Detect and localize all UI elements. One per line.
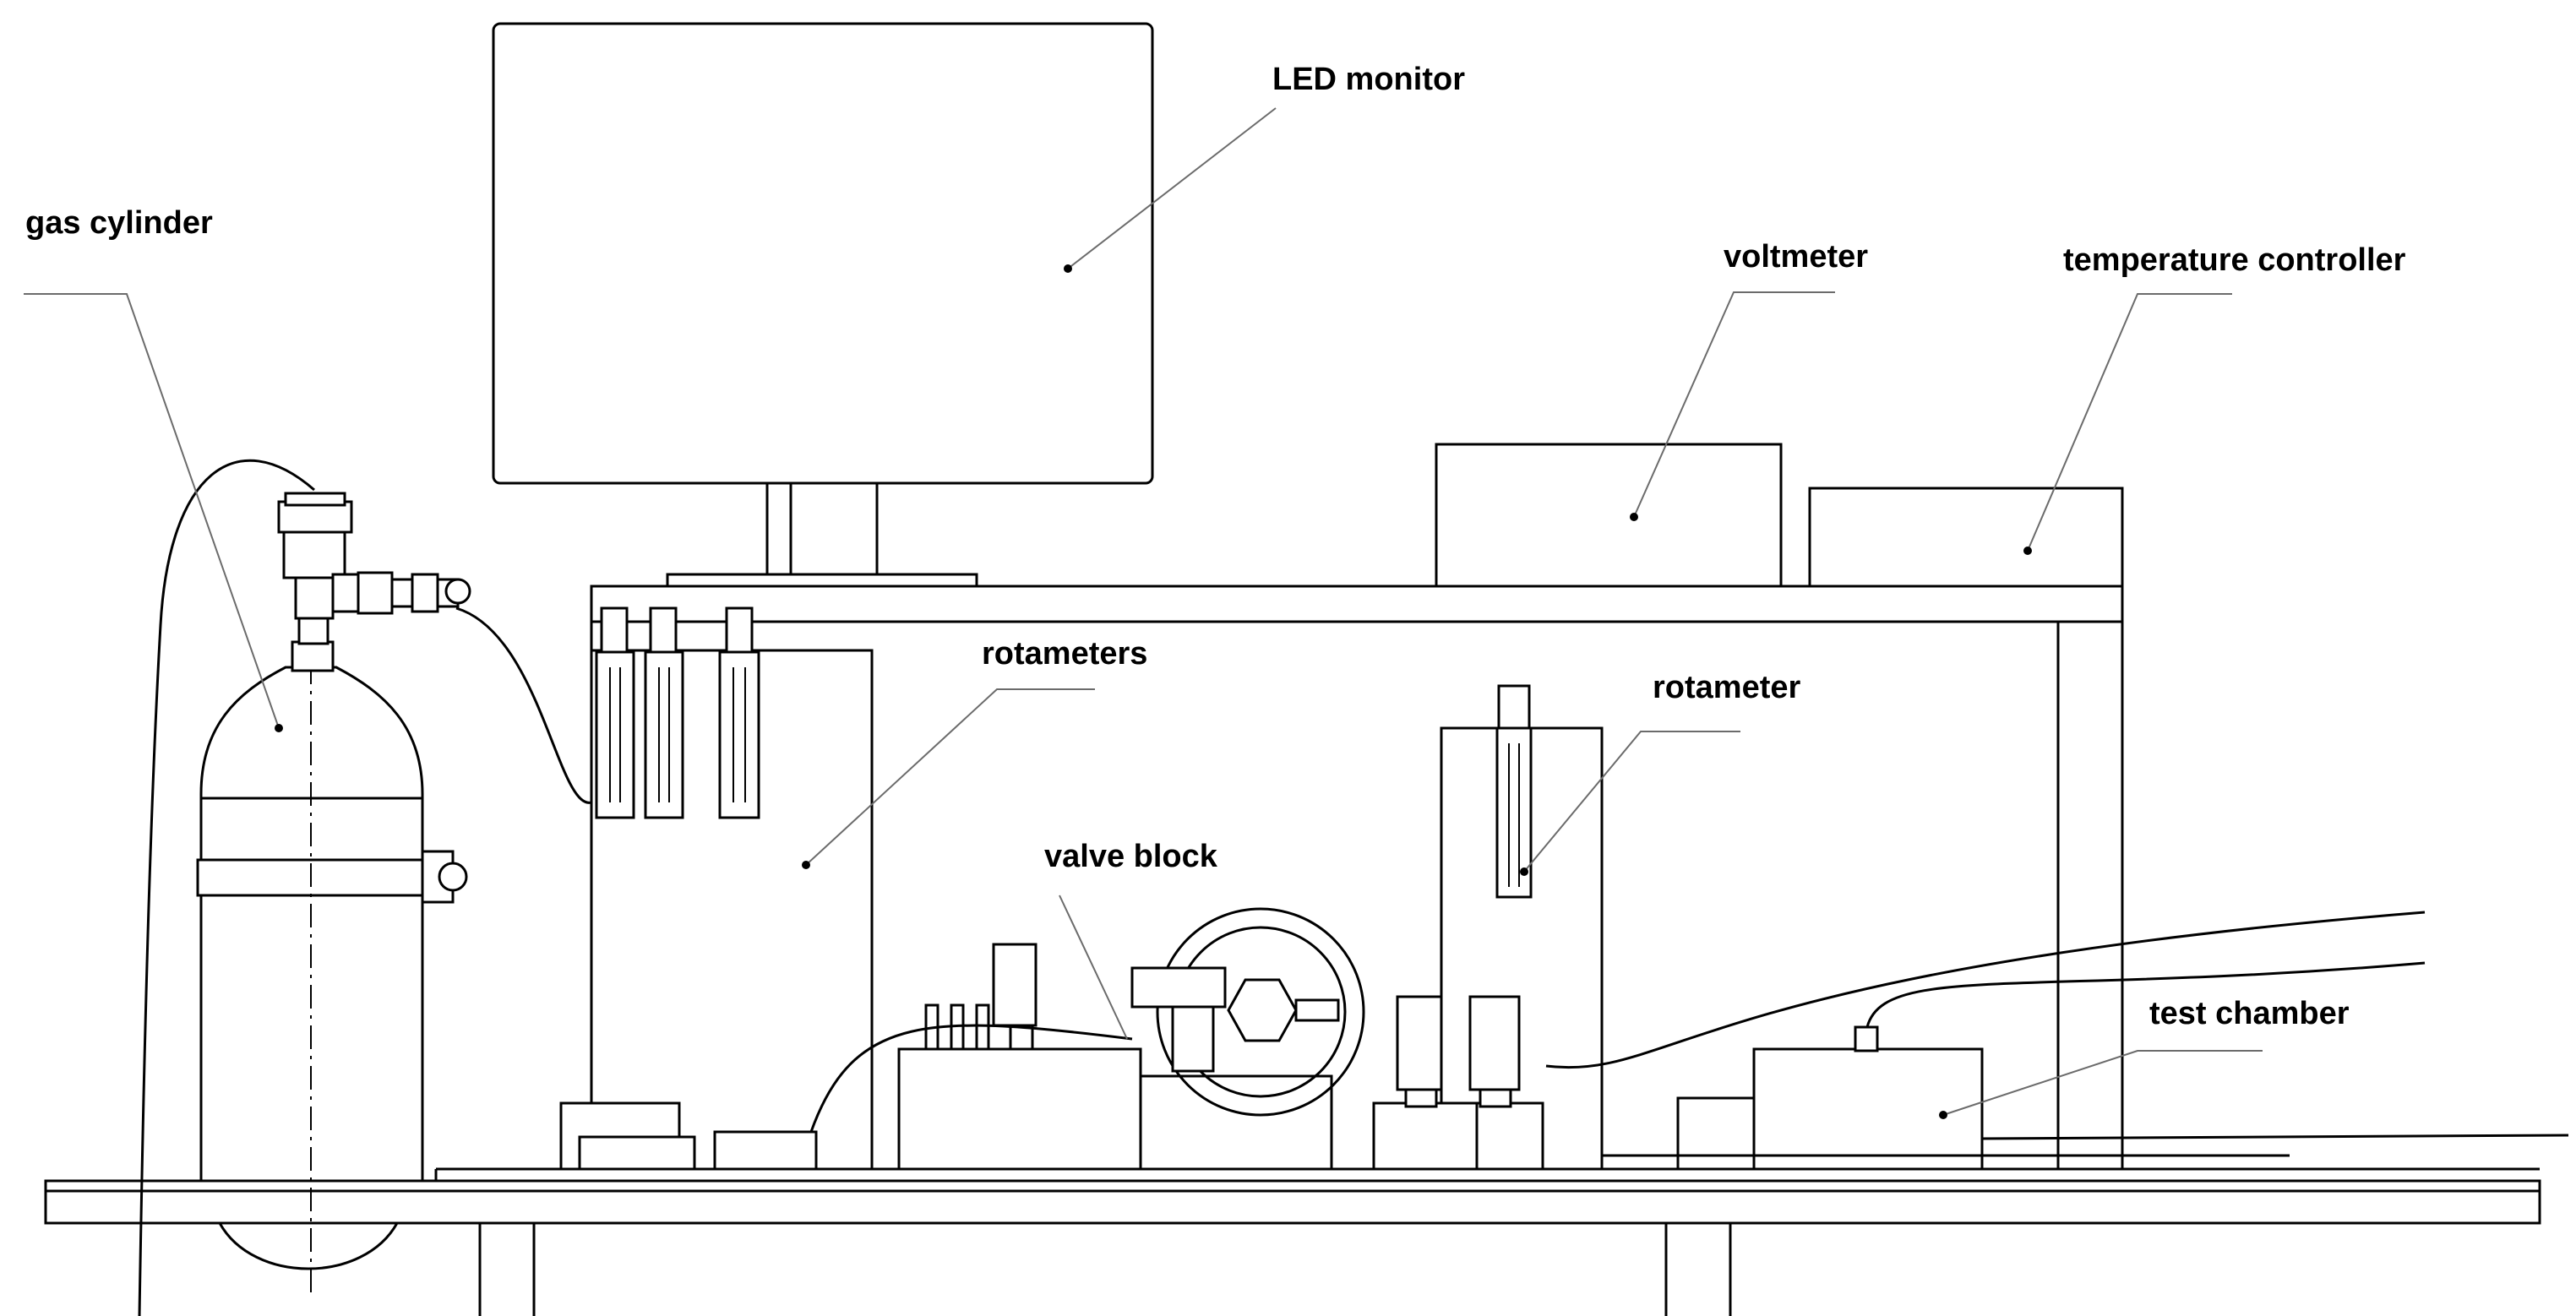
label-voltmeter: voltmeter (1724, 239, 1868, 275)
label-led-monitor: LED monitor (1272, 62, 1465, 97)
label-valve-block: valve block (1044, 839, 1218, 874)
label-gas-cylinder: gas cylinder (25, 205, 213, 241)
temperature-controller-box (1808, 487, 2124, 588)
label-rotameter: rotameter (1653, 670, 1800, 705)
rotameter-tube-1 (595, 606, 635, 819)
bench-table (44, 1167, 2541, 1316)
label-temperature-controller: temperature controller (2063, 242, 2406, 278)
shelf-frame (590, 585, 2124, 1169)
gas-cylinder (138, 459, 592, 1316)
rotameter-tube-2 (644, 606, 684, 819)
label-rotameters: rotameters (982, 636, 1147, 672)
test-chamber (1545, 911, 2569, 1171)
voltmeter-box (1435, 443, 1783, 588)
label-test-chamber: test chamber (2149, 996, 2350, 1031)
rotameters-panel (559, 606, 874, 1171)
led-monitor (492, 22, 1154, 588)
rotameter-unit (1372, 684, 1604, 1171)
valve-block (809, 907, 1365, 1171)
rotameter-tube-3 (718, 606, 760, 819)
leader-lines (24, 107, 2263, 1119)
